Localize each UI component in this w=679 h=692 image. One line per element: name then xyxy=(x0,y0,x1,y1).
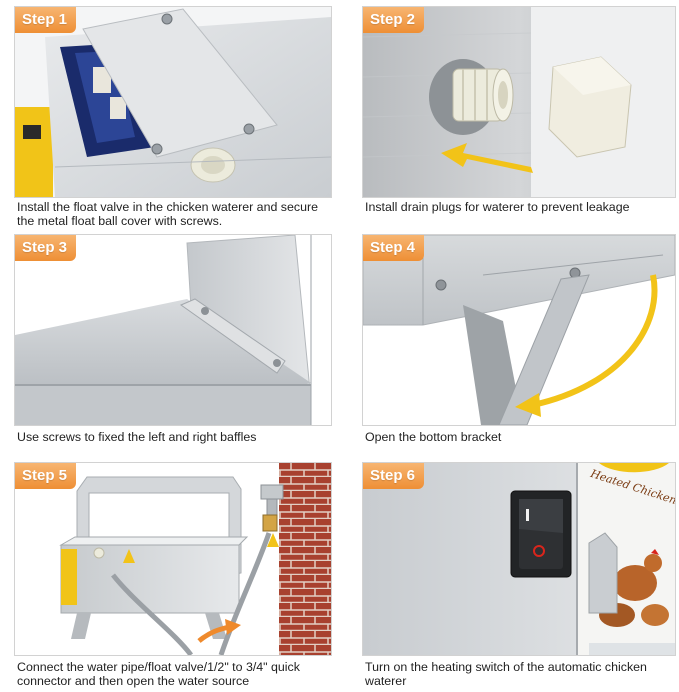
step-4-cell: Step 4 Open the bottom bracket xyxy=(362,234,678,454)
step-1-cell: Step 1 Install the float valve in the ch… xyxy=(14,6,332,230)
step-3-badge: Step 3 xyxy=(15,235,77,261)
step-4-image: Step 4 xyxy=(362,234,676,426)
step-6-illustration xyxy=(363,463,675,655)
step-5-image: Step 5 xyxy=(14,462,332,656)
step-5-illustration xyxy=(15,463,331,655)
step-1-caption: Install the float valve in the chicken w… xyxy=(17,200,318,228)
step-4-illustration xyxy=(363,235,675,425)
step-2-cell: Step 2 Install drain plugs for waterer t… xyxy=(362,6,678,230)
step-2-image: Step 2 xyxy=(362,6,676,198)
step-5-caption: Connect the water pipe/float valve/1/2" … xyxy=(17,660,300,688)
step-2-illustration xyxy=(363,7,675,197)
step-6-caption: Turn on the heating switch of the automa… xyxy=(365,660,647,688)
step-6-badge: Step 6 xyxy=(363,463,425,489)
step-3-cell: Step 3 Use screws to fixed the left and … xyxy=(14,234,332,454)
step-4-badge: Step 4 xyxy=(363,235,425,261)
step-3-image: Step 3 xyxy=(14,234,332,426)
step-1-badge: Step 1 xyxy=(15,7,77,33)
step-4-caption: Open the bottom bracket xyxy=(365,430,502,444)
step-2-caption: Install drain plugs for waterer to preve… xyxy=(365,200,630,214)
step-3-illustration xyxy=(15,235,331,425)
step-6-cell: Heated Chicken Waterer Step 6 Turn on th… xyxy=(362,462,678,692)
step-2-badge: Step 2 xyxy=(363,7,425,33)
step-5-cell: Step 5 Connect the water pipe/float valv… xyxy=(14,462,332,692)
step-6-image: Heated Chicken Waterer Step 6 xyxy=(362,462,676,656)
step-5-badge: Step 5 xyxy=(15,463,77,489)
step-1-image: Step 1 xyxy=(14,6,332,198)
step-3-caption: Use screws to fixed the left and right b… xyxy=(17,430,257,444)
step-1-illustration xyxy=(15,7,331,197)
